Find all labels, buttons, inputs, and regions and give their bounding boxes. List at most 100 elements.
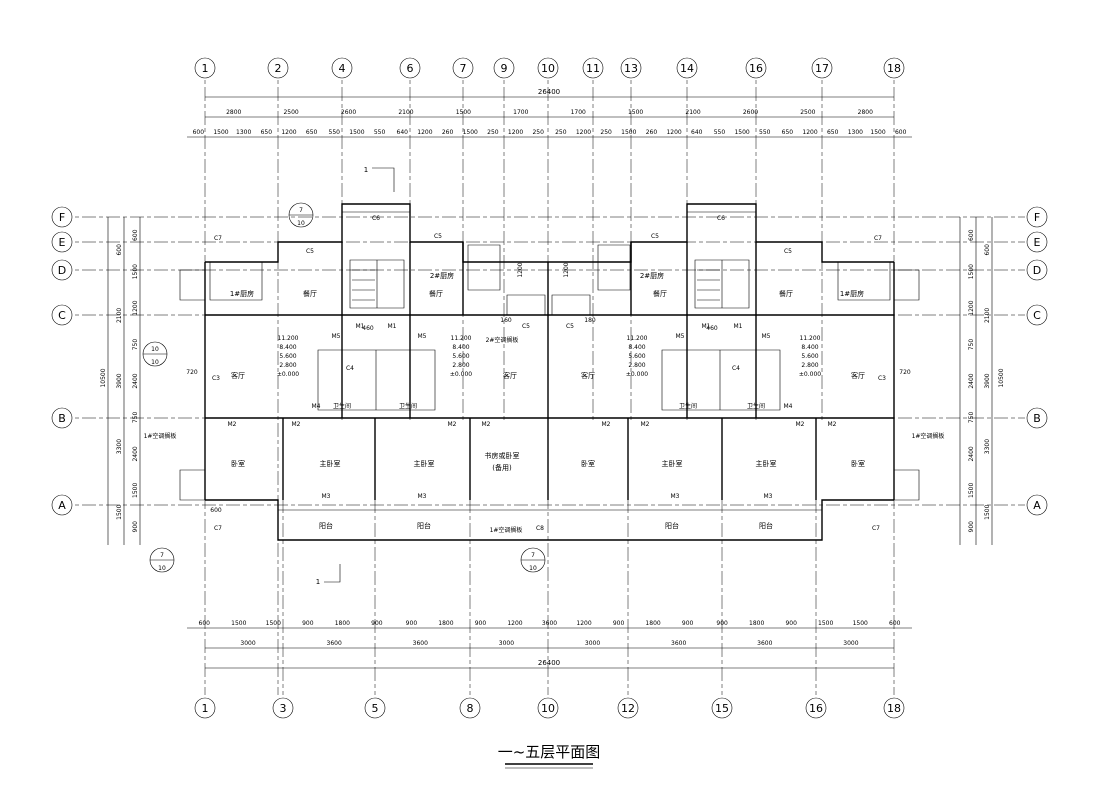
window-c7-left-bot: C7 (214, 525, 222, 532)
bottom-dimension-lines (187, 627, 912, 669)
spot-dimensions: 720 720 460 460 160 180 600 1200 1200 (186, 262, 911, 514)
room-bath-4: 卫生间 (747, 402, 765, 410)
top-dim-2-text: 650 (782, 129, 794, 136)
top-dim-2-text: 550 (374, 129, 386, 136)
left-inner-text: 1500 (132, 264, 139, 279)
bottom-dim-1-text: 1800 (438, 620, 453, 627)
window-c7-right-bot: C7 (872, 525, 880, 532)
detail-sheet-left: 10 (158, 565, 166, 572)
top-total-dimension: 26400 (538, 88, 560, 96)
elevation-text: 11.200 (627, 335, 648, 342)
room-master-1: 主卧室 (320, 459, 341, 468)
top-dim-2-text: 260 (646, 129, 658, 136)
bottom-dim-1-text: 1800 (749, 620, 764, 627)
bottom-dim-1-text: 1500 (231, 620, 246, 627)
room-kitchen1-right: 1#厨房 (840, 289, 864, 298)
grid-bubble-top: 16 (745, 57, 767, 79)
spot-180: 180 (584, 317, 596, 324)
top-dim-2-text: 550 (714, 129, 726, 136)
window-c4-left: C4 (346, 365, 354, 372)
room-balcony-2: 阳台 (417, 521, 431, 530)
grid-bubble-top-label: 7 (460, 62, 467, 75)
left-inner-text: 750 (132, 412, 139, 424)
grid-bubble-top: 4 (331, 57, 353, 79)
right-mid-text: 3300 (984, 439, 991, 454)
room-kitchen2-right: 2#厨房 (640, 271, 664, 280)
door-m2-8: M2 (828, 421, 837, 428)
top-dim-2-text: 1500 (870, 129, 885, 136)
grid-bubble-bottom-label: 18 (887, 702, 901, 715)
section-num: 10 (151, 346, 159, 353)
left-inner-text: 750 (132, 339, 139, 351)
window-c5-3: C5 (651, 233, 659, 240)
room-balcony-1: 阳台 (319, 521, 333, 530)
grid-bubble-top: 17 (811, 57, 833, 79)
bottom-dim-2-text: 3600 (757, 640, 772, 647)
detail-sheet-top: 10 (297, 220, 305, 227)
elevation-text: ±0.000 (277, 371, 299, 378)
door-m4-2: M4 (784, 403, 793, 410)
grid-bubble-left: A (51, 494, 73, 516)
top-dim-1-text: 1700 (513, 109, 528, 116)
bottom-dim-2-text: 3000 (585, 640, 600, 647)
right-inner-text: 750 (968, 339, 975, 351)
top-dim-2-text: 1200 (508, 129, 523, 136)
left-inner-text: 1200 (132, 300, 139, 315)
grid-bubble-top-label: 17 (815, 62, 829, 75)
right-inner-text: 750 (968, 412, 975, 424)
grid-bubble-right-label: E (1034, 236, 1041, 249)
spot-460-2: 460 (706, 325, 718, 332)
room-master-4: 主卧室 (756, 459, 777, 468)
bottom-dim-1-text: 1500 (266, 620, 281, 627)
left-mid-text: 2100 (116, 308, 123, 323)
grid-bubble-left: B (51, 407, 73, 429)
room-living-3: 客厅 (581, 371, 595, 380)
door-m1-1: M1 (356, 323, 365, 330)
grid-bubble-left-label: D (58, 264, 66, 277)
top-dim-2-text: 1200 (666, 129, 681, 136)
top-dim-2-text: 650 (261, 129, 273, 136)
top-dim-1-text: 1700 (571, 109, 586, 116)
grid-bubble-bottom-label: 16 (809, 702, 823, 715)
top-dim-2-text: 1500 (621, 129, 636, 136)
bottom-dim-1-text: 1500 (853, 620, 868, 627)
bottom-dim-2-text: 3000 (499, 640, 514, 647)
elevation-text: 8.400 (452, 344, 469, 351)
door-m2-3: M2 (448, 421, 457, 428)
grid-bubble-right: C (1026, 304, 1048, 326)
door-m1-4: M1 (734, 323, 743, 330)
top-dim-1-text: 2800 (226, 109, 241, 116)
top-dim-2-text: 250 (555, 129, 567, 136)
bottom-dim-2-text: 3600 (671, 640, 686, 647)
bottom-dim-1-text: 1500 (818, 620, 833, 627)
grid-bubble-top: 13 (620, 57, 642, 79)
grid-lines (75, 80, 1025, 695)
grid-bubble-right: B (1026, 407, 1048, 429)
left-mid-text: 1500 (116, 504, 123, 519)
bottom-dim-1-text: 900 (475, 620, 487, 627)
top-dimension-lines (187, 96, 912, 138)
door-m2-1: M2 (228, 421, 237, 428)
top-dim-1-text: 2100 (685, 109, 700, 116)
right-inner-text: 2400 (968, 446, 975, 461)
grid-bubble-bottom: 8 (459, 697, 481, 719)
top-dim-2-text: 650 (827, 129, 839, 136)
top-dim-2-text: 1500 (734, 129, 749, 136)
window-c8: C8 (536, 525, 544, 532)
room-bedroom-mid: 卧室 (581, 459, 595, 468)
room-dining-mid-left: 餐厅 (429, 289, 443, 298)
bottom-dim-1-text: 900 (406, 620, 418, 627)
bottom-dim-1-text: 600 (889, 620, 901, 627)
top-dim-2-text: 550 (329, 129, 341, 136)
grid-bubble-top-label: 18 (887, 62, 901, 75)
top-dim-2-text: 600 (895, 129, 907, 136)
window-c5-2: C5 (434, 233, 442, 240)
elevation-text: 11.200 (800, 335, 821, 342)
window-c7-right-top: C7 (874, 235, 882, 242)
